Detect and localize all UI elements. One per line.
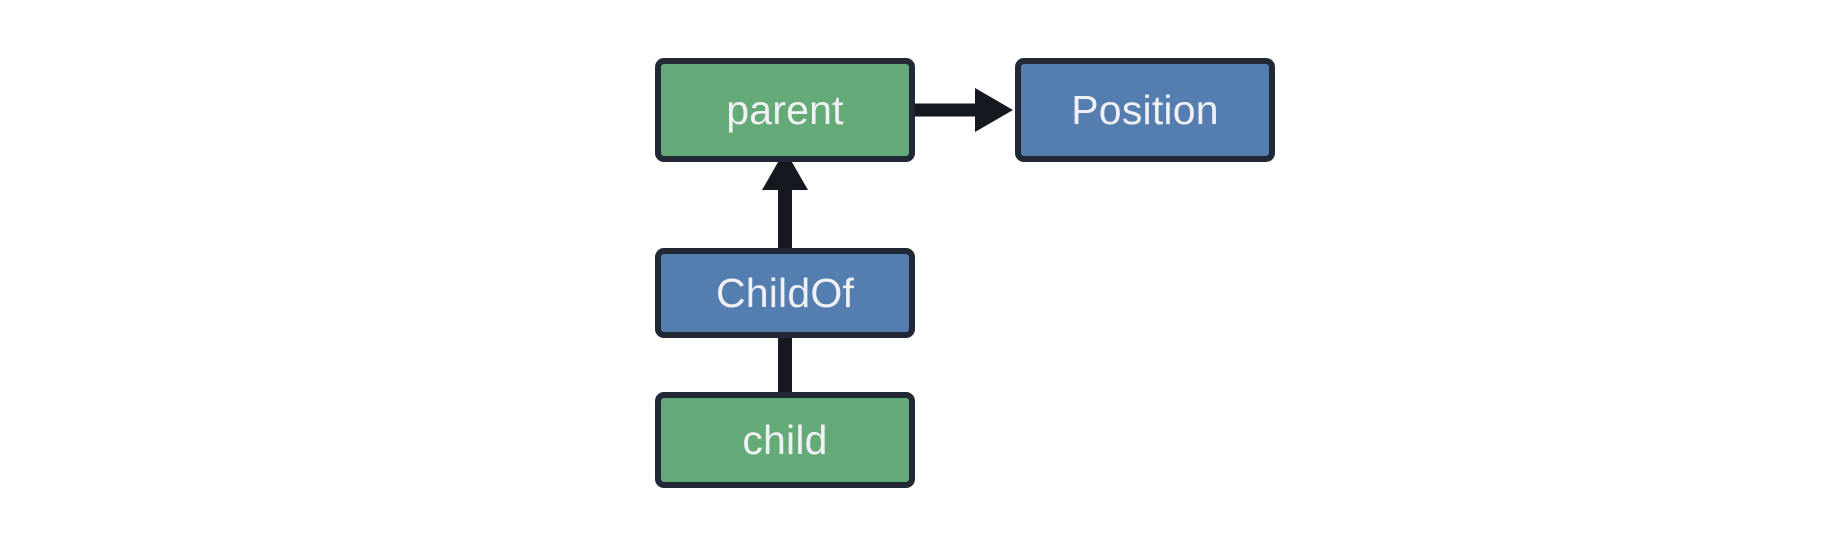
node-childof-label: ChildOf bbox=[715, 269, 855, 316]
node-parent-label: parent bbox=[726, 86, 844, 133]
node-child[interactable]: child bbox=[655, 392, 915, 488]
node-position-label: Position bbox=[1071, 86, 1219, 133]
node-position[interactable]: Position bbox=[1015, 58, 1275, 162]
node-childof[interactable]: ChildOf bbox=[655, 248, 915, 338]
edge-parent-to-position-arrowhead bbox=[975, 88, 1013, 132]
edge-childof-to-parent-arrowhead bbox=[762, 150, 808, 190]
edge-parent-to-position bbox=[915, 88, 1013, 132]
edge-childof-to-parent bbox=[762, 150, 808, 248]
node-child-label: child bbox=[742, 416, 828, 463]
node-parent[interactable]: parent bbox=[655, 58, 915, 162]
